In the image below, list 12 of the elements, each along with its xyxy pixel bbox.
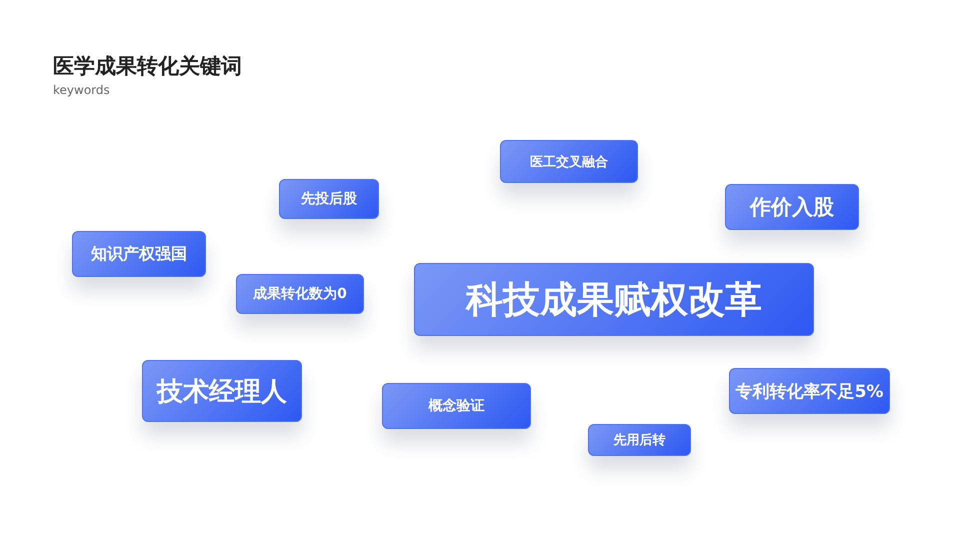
keyword-tag: 概念验证: [382, 383, 531, 429]
keyword-tag: 科技成果赋权改革: [414, 263, 814, 336]
keyword-tag: 知识产权强国: [72, 231, 206, 277]
keyword-tag: 先用后转: [588, 424, 691, 456]
keyword-tag: 成果转化数为0: [236, 274, 364, 314]
keyword-tag: 先投后股: [279, 179, 379, 219]
keyword-tag: 作价入股: [725, 184, 859, 230]
subtitle: keywords: [53, 83, 110, 97]
keyword-tag: 医工交叉融合: [500, 140, 638, 183]
keyword-tag: 技术经理人: [142, 360, 302, 422]
title: 医学成果转化关键词: [53, 53, 242, 80]
keyword-tag: 专利转化率不足5%: [729, 368, 890, 414]
